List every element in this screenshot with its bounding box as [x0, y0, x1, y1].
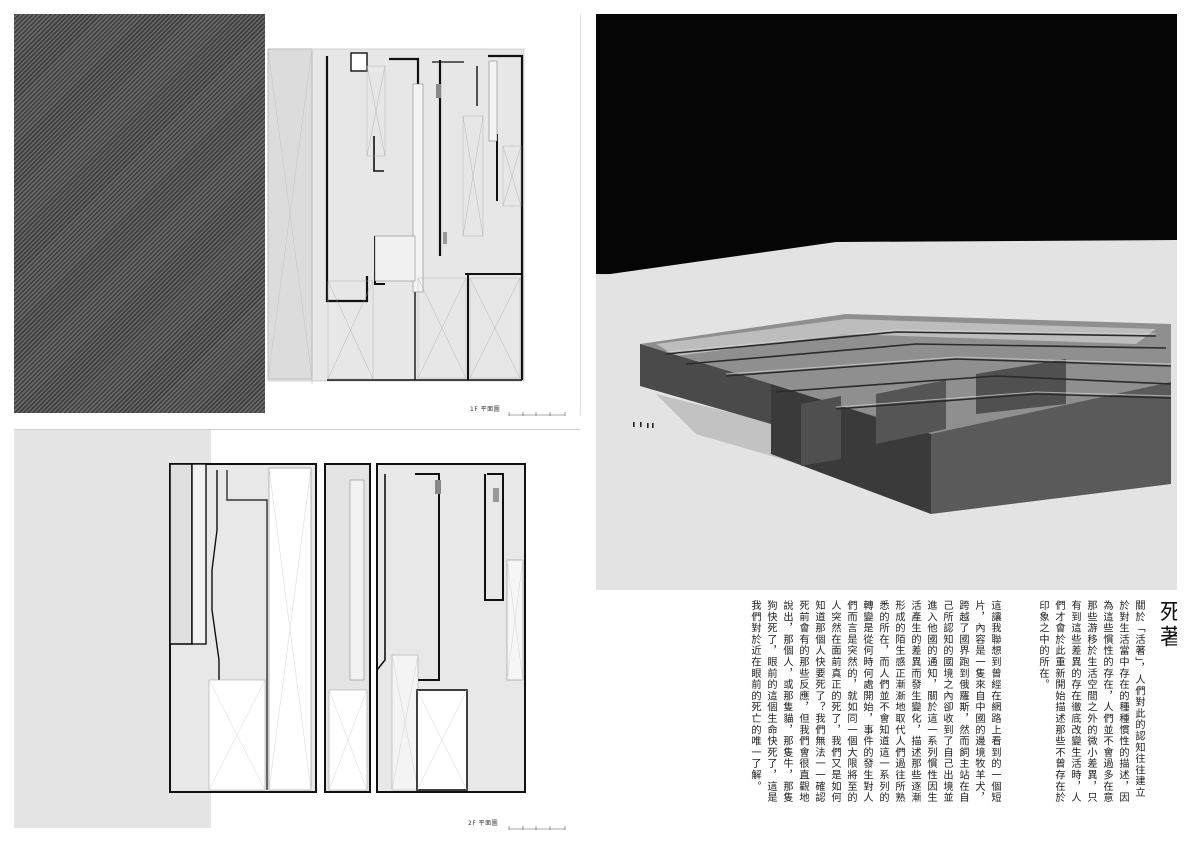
essay-line-20: 知道那個人快要死了？我們無法一一確認	[813, 600, 824, 804]
first-floor-plan	[265, 46, 527, 384]
essay-line-7: 印象之中的所在。	[1037, 600, 1048, 691]
black-sky	[596, 14, 1177, 284]
essay-line-4: 那些游移於生活空間之外的微小差異，只	[1085, 600, 1096, 804]
essay-line-24: 我們對於近在眼前的死亡的唯一了解。	[749, 600, 760, 793]
essay-line-22: 說出，那個人，或那隻貓，那隻牛，那隻	[781, 600, 792, 804]
sheet-divider	[14, 429, 580, 430]
essay-line-14: 活產生的差異而發生變化，描述那些逐漸	[909, 600, 920, 804]
essay-line-6: 們才會於此重新開始描述那些不曾存在於	[1053, 600, 1064, 804]
hatched-site-area	[14, 14, 265, 413]
essay-line-10: 片，內容是一隻來自中國的邊境牧羊犬，	[973, 600, 984, 804]
second-floor-scale-bar	[508, 817, 568, 830]
essay-title: 死著	[1156, 600, 1177, 650]
essay-line-23: 狗快死了，眼前的這個生命快死了，這是	[765, 600, 776, 804]
essay-line-1: 關於「活著」，人們對此的認知往往建立	[1133, 600, 1144, 799]
essay-line-12: 己所認知的國境之內卻收到了自己出境並	[941, 600, 952, 804]
first-floor-caption: 1F 平面圖	[470, 406, 501, 413]
essay-line-9: 這讓我聯想到曾經在網路上看到的一個短	[989, 600, 1000, 804]
essay-line-21: 死前會有的那些反應，但我們會很直觀地	[797, 600, 808, 804]
essay-line-13: 進入他國的通知，關於這一系列慣性因生	[925, 600, 936, 804]
essay-line-11: 跨越了國界跑到俄羅斯，然而飼主站在自	[957, 600, 968, 804]
second-floor-caption: 2F 平面圖	[468, 820, 499, 827]
render-and-essay-page: 死著 關於「活著」，人們對此的認知往往建立 於對生活當中存在的種種慣性的描述，因…	[596, 14, 1177, 829]
second-floor-plan	[167, 460, 529, 796]
essay-line-19: 人突然在面前真正的死了，我們又是如何	[829, 600, 840, 804]
essay-line-18: 們而言是突然的，就如同一個大限將至的	[845, 600, 856, 804]
essay-line-15: 形成的陌生感正漸漸地取代人們過往所熟	[893, 600, 904, 804]
essay-line-3: 為這些慣性的存在，人們並不會過多在意	[1101, 600, 1112, 804]
first-floor-scale-bar	[508, 403, 568, 416]
building-render	[596, 240, 1177, 594]
essay-line-16: 悉的所在，而人們並不會知道這一系列的	[877, 600, 888, 804]
essay-area: 死著 關於「活著」，人們對此的認知往往建立 於對生活當中存在的種種慣性的描述，因…	[596, 590, 1177, 829]
essay-line-17: 轉變是從何時何處開始，事件的發生對人	[861, 600, 872, 804]
essay-line-5: 有到這些差異的存在徹底改變生活時，人	[1069, 600, 1080, 804]
essay-line-2: 於對生活當中存在的種種慣性的描述，因	[1117, 600, 1128, 804]
